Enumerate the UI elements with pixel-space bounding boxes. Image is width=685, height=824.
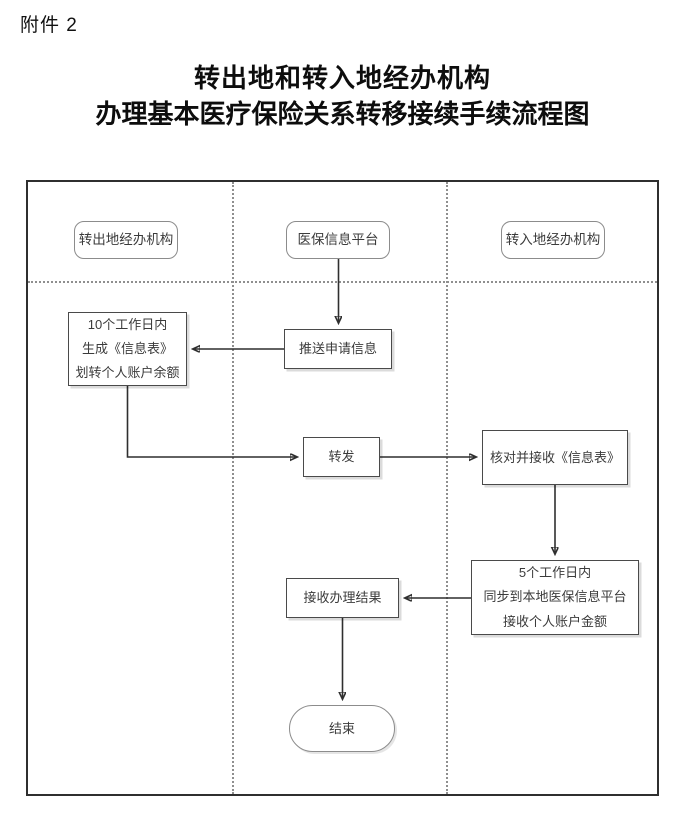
lane-header-label: 转出地经办机构 bbox=[78, 231, 174, 247]
document-title-line1: 转出地和转入地经办机构 bbox=[193, 64, 491, 93]
terminator-label: 结束 bbox=[328, 720, 355, 736]
lane-header-transfer-out-agency: 转出地经办机构 bbox=[74, 221, 178, 259]
process-forward: 转发 bbox=[303, 437, 380, 477]
lane-header-transfer-in-agency: 转入地经办机构 bbox=[501, 221, 605, 259]
process-label: 推送申请信息 bbox=[298, 341, 377, 357]
attachment-label: 附件 2 bbox=[20, 15, 78, 36]
process-verify-and-receive-table: 核对并接收《信息表》 bbox=[482, 430, 628, 485]
process-label: 10个工作日内 生成《信息表》 划转个人账户余额 bbox=[75, 316, 180, 381]
lane-divider-2 bbox=[446, 182, 448, 794]
process-label: 5个工作日内 同步到本地医保信息平台 接收个人账户金额 bbox=[483, 565, 627, 629]
process-label: 转发 bbox=[328, 449, 355, 465]
lane-header-label: 转入地经办机构 bbox=[505, 231, 601, 247]
process-generate-info-table: 10个工作日内 生成《信息表》 划转个人账户余额 bbox=[68, 312, 187, 386]
lane-header-label: 医保信息平台 bbox=[297, 231, 379, 247]
process-sync-and-receive-funds: 5个工作日内 同步到本地医保信息平台 接收个人账户金额 bbox=[471, 560, 639, 635]
lane-divider-1 bbox=[232, 182, 234, 794]
header-row-divider bbox=[28, 281, 657, 283]
process-push-application-info: 推送申请信息 bbox=[284, 329, 392, 369]
process-label: 接收办理结果 bbox=[303, 590, 382, 606]
flowchart-container: 转出地经办机构 医保信息平台 转入地经办机构 10个工作日内 生成《信息表》 划… bbox=[26, 180, 659, 796]
process-label: 核对并接收《信息表》 bbox=[489, 449, 620, 465]
lane-header-insurance-info-platform: 医保信息平台 bbox=[286, 221, 390, 259]
terminator-end: 结束 bbox=[289, 705, 395, 752]
process-receive-result: 接收办理结果 bbox=[286, 578, 399, 618]
document-title-line2: 办理基本医疗保险关系转移接续手续流程图 bbox=[95, 100, 590, 129]
